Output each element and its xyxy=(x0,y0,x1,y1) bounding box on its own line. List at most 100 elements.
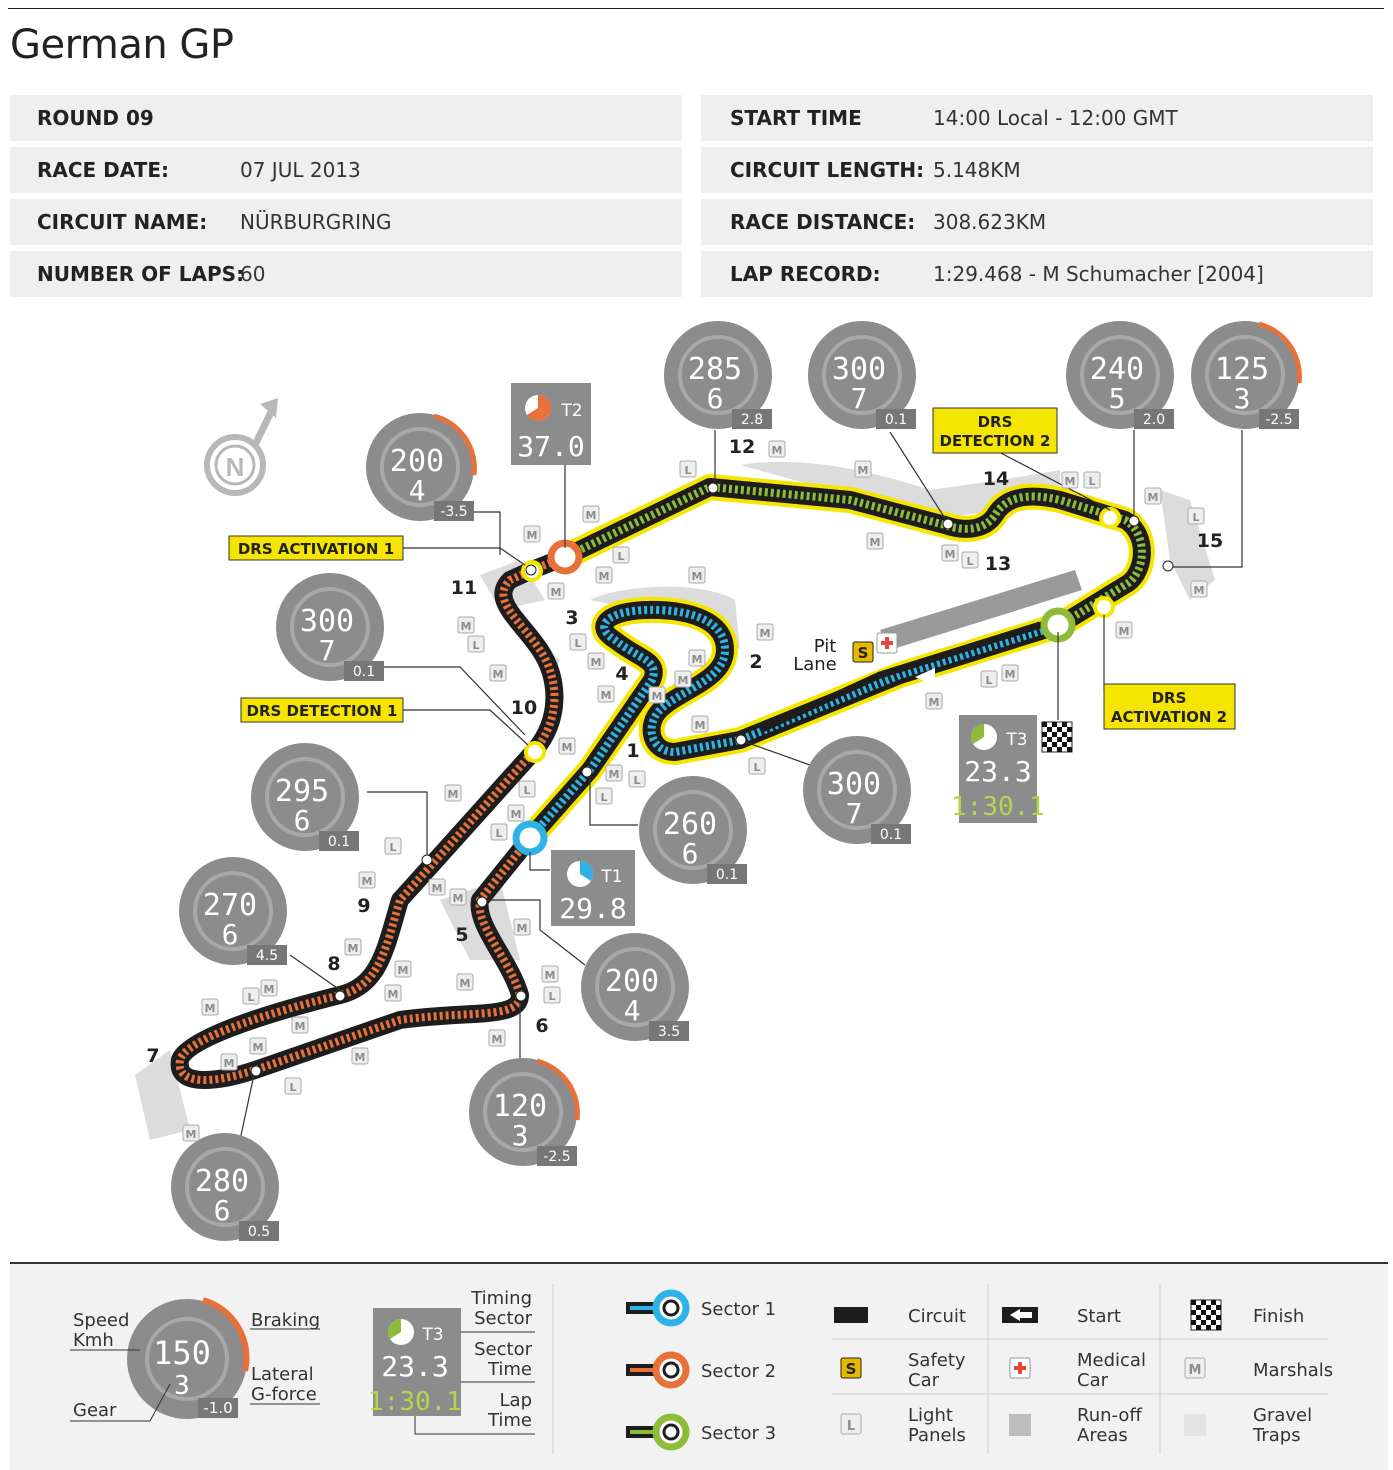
marshal-post-icon: M xyxy=(249,1037,267,1055)
svg-text:M: M xyxy=(678,674,689,687)
t3-time: 23.3 xyxy=(964,755,1031,788)
marshal-post-icon: M xyxy=(394,960,412,978)
turn-number: 13 xyxy=(985,553,1011,575)
gauge-point-dot xyxy=(334,990,346,1002)
svg-text:M: M xyxy=(760,627,771,640)
marshal-post-icon: M xyxy=(351,1047,369,1065)
gauge-speed: 300 xyxy=(832,352,886,387)
info-race-distance-row: RACE DISTANCE: 308.623KM xyxy=(701,199,1373,245)
gauge-speed: 285 xyxy=(688,352,742,387)
marshal-post-icon: M xyxy=(1190,580,1208,598)
legend-sector-1-label: Sector 1 xyxy=(701,1299,776,1320)
turn-number: 7 xyxy=(146,1045,159,1067)
race-date-value: 07 JUL 2013 xyxy=(240,158,361,182)
gauge-point-dot xyxy=(421,854,433,866)
svg-text:M: M xyxy=(186,1128,197,1141)
circuit-name-label: CIRCUIT NAME: xyxy=(37,210,208,234)
marshal-post-icon: M xyxy=(925,692,943,710)
t3-lap-time: 1:30.1 xyxy=(951,792,1045,822)
svg-text:M: M xyxy=(772,444,783,457)
svg-text:L: L xyxy=(847,1419,855,1434)
top-rule xyxy=(8,8,1384,9)
marshal-post-icon: M xyxy=(756,623,774,641)
gauge-g-force: -2.5 xyxy=(1265,412,1292,428)
gauge-point-dot xyxy=(707,482,719,494)
svg-text:M: M xyxy=(527,529,538,542)
gauge-gear: 4 xyxy=(624,994,641,1027)
marshal-post-icon: M xyxy=(201,998,219,1016)
light-panel-icon: L xyxy=(1187,507,1205,525)
gauge-gear: 6 xyxy=(294,804,311,837)
gauge-point-dot xyxy=(525,564,537,576)
marshal-post-icon: M xyxy=(547,582,565,600)
legend-graphics: 150 3 -1.0 Speed Kmh Braking Lateral G-f… xyxy=(70,1284,1333,1454)
legend-light-panel-icon: L xyxy=(840,1413,862,1435)
svg-text:M: M xyxy=(264,983,275,996)
svg-text:M: M xyxy=(205,1002,216,1015)
legend-gauge-icon: 150 3 -1.0 xyxy=(127,1297,250,1419)
legend-speed-label-2: Kmh xyxy=(73,1330,114,1351)
legend-lap-time: 1:30.1 xyxy=(368,1387,462,1417)
svg-text:L: L xyxy=(1192,511,1199,524)
t1-label: T1 xyxy=(600,867,622,887)
sector-3-stripe xyxy=(563,482,1146,629)
t1-time: 29.8 xyxy=(559,892,626,925)
lap-record-value: 1:29.468 - M Schumacher [2004] xyxy=(933,262,1264,286)
marshal-post-icon: M xyxy=(648,686,666,704)
svg-text:M: M xyxy=(448,788,459,801)
start-time-value: 14:00 Local - 12:00 GMT xyxy=(933,106,1178,130)
gauge-gear: 7 xyxy=(319,634,336,667)
light-panel-icon: L xyxy=(961,551,979,569)
race-distance-label: RACE DISTANCE: xyxy=(730,210,916,234)
turn-number: 6 xyxy=(535,1015,548,1037)
light-panel-icon: L xyxy=(980,670,998,688)
gauge-speed: 240 xyxy=(1090,352,1144,387)
lap-record-label: LAP RECORD: xyxy=(730,262,881,286)
gauge-gear: 5 xyxy=(1109,382,1126,415)
marshal-post-icon: M xyxy=(1001,664,1019,682)
finish-flag-icon xyxy=(1041,721,1073,753)
gauge-gear: 4 xyxy=(409,474,426,507)
marshal-post-icon: M xyxy=(587,652,605,670)
marshal-post-icon: M xyxy=(688,566,706,584)
laps-value: 60 xyxy=(240,262,266,286)
gauge-speed: 200 xyxy=(390,444,444,479)
t2-label: T2 xyxy=(560,401,582,421)
light-panel-icon: L xyxy=(1083,471,1101,489)
gauge-g-force: 0.5 xyxy=(248,1224,270,1240)
turn-number: 14 xyxy=(983,468,1009,490)
turn-number: 15 xyxy=(1197,530,1223,552)
light-panel-icon: L xyxy=(242,987,260,1005)
legend-sector-time-2: Time xyxy=(487,1359,532,1380)
legend-braking-label: Braking xyxy=(251,1310,320,1331)
legend-safety-label-2: Car xyxy=(908,1370,940,1391)
svg-text:M: M xyxy=(461,620,472,633)
marshal-post-icon: M xyxy=(523,525,541,543)
t3-label: T3 xyxy=(1005,730,1027,750)
light-panel-icon: L xyxy=(748,757,766,775)
drs-activation-2-line2: ACTIVATION 2 xyxy=(1111,708,1227,726)
info-round-row: ROUND 09 xyxy=(10,95,682,141)
marshal-post-icon: M xyxy=(1115,621,1133,639)
drs-detection-1-callout: DRS DETECTION 1 xyxy=(240,697,404,723)
legend-start-icon xyxy=(1002,1307,1038,1323)
marshal-post-icon: M xyxy=(597,685,615,703)
legend-sector-time: 23.3 xyxy=(381,1350,448,1383)
legend-sector-3-label: Sector 3 xyxy=(701,1423,776,1444)
marshal-post-icon: M xyxy=(941,544,959,562)
race-distance-value: 308.623KM xyxy=(933,210,1047,234)
turn-number: 11 xyxy=(451,577,477,599)
drs-activation-2-callout: DRS ACTIVATION 2 xyxy=(1103,683,1236,730)
svg-text:M: M xyxy=(517,922,528,935)
drs-detection-2-line2: DETECTION 2 xyxy=(940,432,1051,450)
svg-text:L: L xyxy=(247,991,254,1004)
round-label: ROUND 09 xyxy=(37,106,154,130)
legend-circuit-icon xyxy=(834,1307,868,1323)
legend-light-label-1: Light xyxy=(908,1405,953,1426)
legend-safety-label-1: Safety xyxy=(908,1350,966,1371)
legend-runoff-icon xyxy=(1009,1414,1031,1436)
marshal-post-icon: M xyxy=(854,460,872,478)
